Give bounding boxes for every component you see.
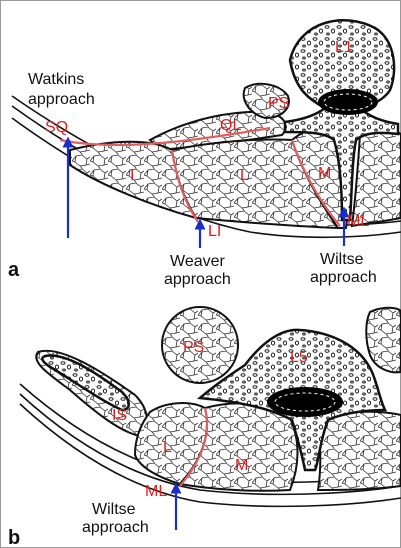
watkins-label-line1: Watkins [28,71,84,88]
label-is: IS [112,407,127,424]
spinal-canal-b [267,387,343,417]
wiltse-label-a-line1: Wiltse [320,251,364,268]
label-ps-a: PS [268,95,289,112]
label-l5: L5 [290,349,308,366]
label-l-b: L [163,439,172,456]
paraspinal-muscle-right-a [352,130,401,226]
label-li: LI [208,223,221,240]
panel-b: PS L5 IS L M ML Wiltse approach b [8,307,401,548]
label-i: I [130,167,134,184]
weaver-label-line2: approach [164,271,231,288]
label-ml-b: ML [145,483,167,500]
label-l1: L1 [335,39,353,56]
label-m-a: M [318,165,331,182]
wiltse-label-a-line2: approach [310,269,377,286]
label-l-a: L [240,167,249,184]
weaver-label-line1: Weaver [170,253,226,270]
psoas-muscle-right-b [366,308,401,373]
label-ps-b: PS [183,339,204,356]
paraspinal-muscle-right-b [318,412,401,490]
wiltse-label-b-line1: Wiltse [92,501,136,518]
watkins-label-line2: approach [28,91,95,108]
label-ml-a: ML [347,213,369,230]
label-sq: SQ [45,119,68,136]
panel-label-a: a [8,259,20,281]
label-ql: QL [220,117,241,134]
wiltse-label-b-line2: approach [82,519,149,536]
panel-label-b: b [8,527,20,548]
label-m-b: M [235,457,248,474]
panel-a: Watkins approach SQ PS QL L1 I L M LI ML… [8,20,401,288]
spinal-canal-a [318,89,378,115]
